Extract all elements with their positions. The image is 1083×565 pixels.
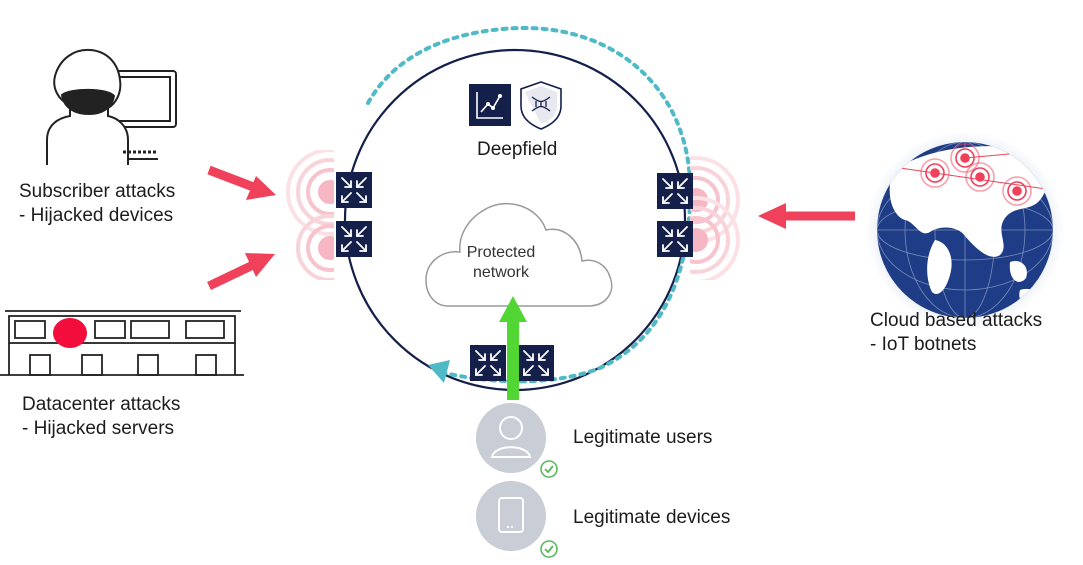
user-avatar-icon <box>476 403 546 473</box>
dotted-path-arrowhead <box>428 360 450 383</box>
product-name: Deepfield <box>477 139 558 160</box>
legitimate-users-label: Legitimate users <box>573 427 713 448</box>
subscriber-attacks-detail: - Hijacked devices <box>19 205 174 226</box>
router-left-top-icon <box>336 172 372 208</box>
cloud-attack-arrow <box>758 203 855 229</box>
router-bottom-left-icon <box>470 345 506 381</box>
router-left-bottom-icon <box>336 221 372 257</box>
cloud-attacks-detail: - IoT botnets <box>870 334 977 355</box>
right-pulse-rings <box>690 156 740 280</box>
cloud-attacks-label: Cloud based attacks - IoT botnets <box>870 309 1042 357</box>
protected-network-line1: Protected <box>466 244 536 261</box>
cloud-attacks-title: Cloud based attacks <box>870 310 1043 331</box>
datacenter-attacks-detail: - Hijacked servers <box>22 418 175 439</box>
datacenter-infection-marker <box>53 318 87 348</box>
router-bottom-right-icon <box>518 345 554 381</box>
datacenter-attacks-title: Datacenter attacks <box>22 394 181 415</box>
datacenter-attacks-label: Datacenter attacks - Hijacked servers <box>22 393 180 441</box>
shield-dna-icon <box>520 81 562 130</box>
protected-network-line2: network <box>472 264 530 281</box>
tablet-device-icon <box>476 481 546 551</box>
protected-network-label: Protected network <box>446 243 556 283</box>
subscriber-attacks-title: Subscriber attacks <box>19 181 176 202</box>
legitimate-devices-label: Legitimate devices <box>573 507 731 528</box>
check-circle-icon <box>540 540 558 558</box>
router-right-bottom-icon <box>657 221 693 257</box>
check-circle-icon <box>540 460 558 478</box>
subscriber-attack-arrow <box>207 165 276 200</box>
router-right-top-icon <box>657 173 693 209</box>
left-pulse-rings <box>286 150 334 280</box>
analytics-chart-icon <box>469 84 511 126</box>
subscriber-attacks-label: Subscriber attacks - Hijacked devices <box>19 180 175 228</box>
globe-botnet-icon <box>865 130 1065 330</box>
datacenter-attack-arrow <box>207 253 275 291</box>
hacker-at-computer-icon <box>46 48 177 165</box>
protected-network-cloud <box>425 202 613 307</box>
legitimate-traffic-arrow <box>499 296 527 400</box>
datacenter-building-icon <box>0 310 244 376</box>
